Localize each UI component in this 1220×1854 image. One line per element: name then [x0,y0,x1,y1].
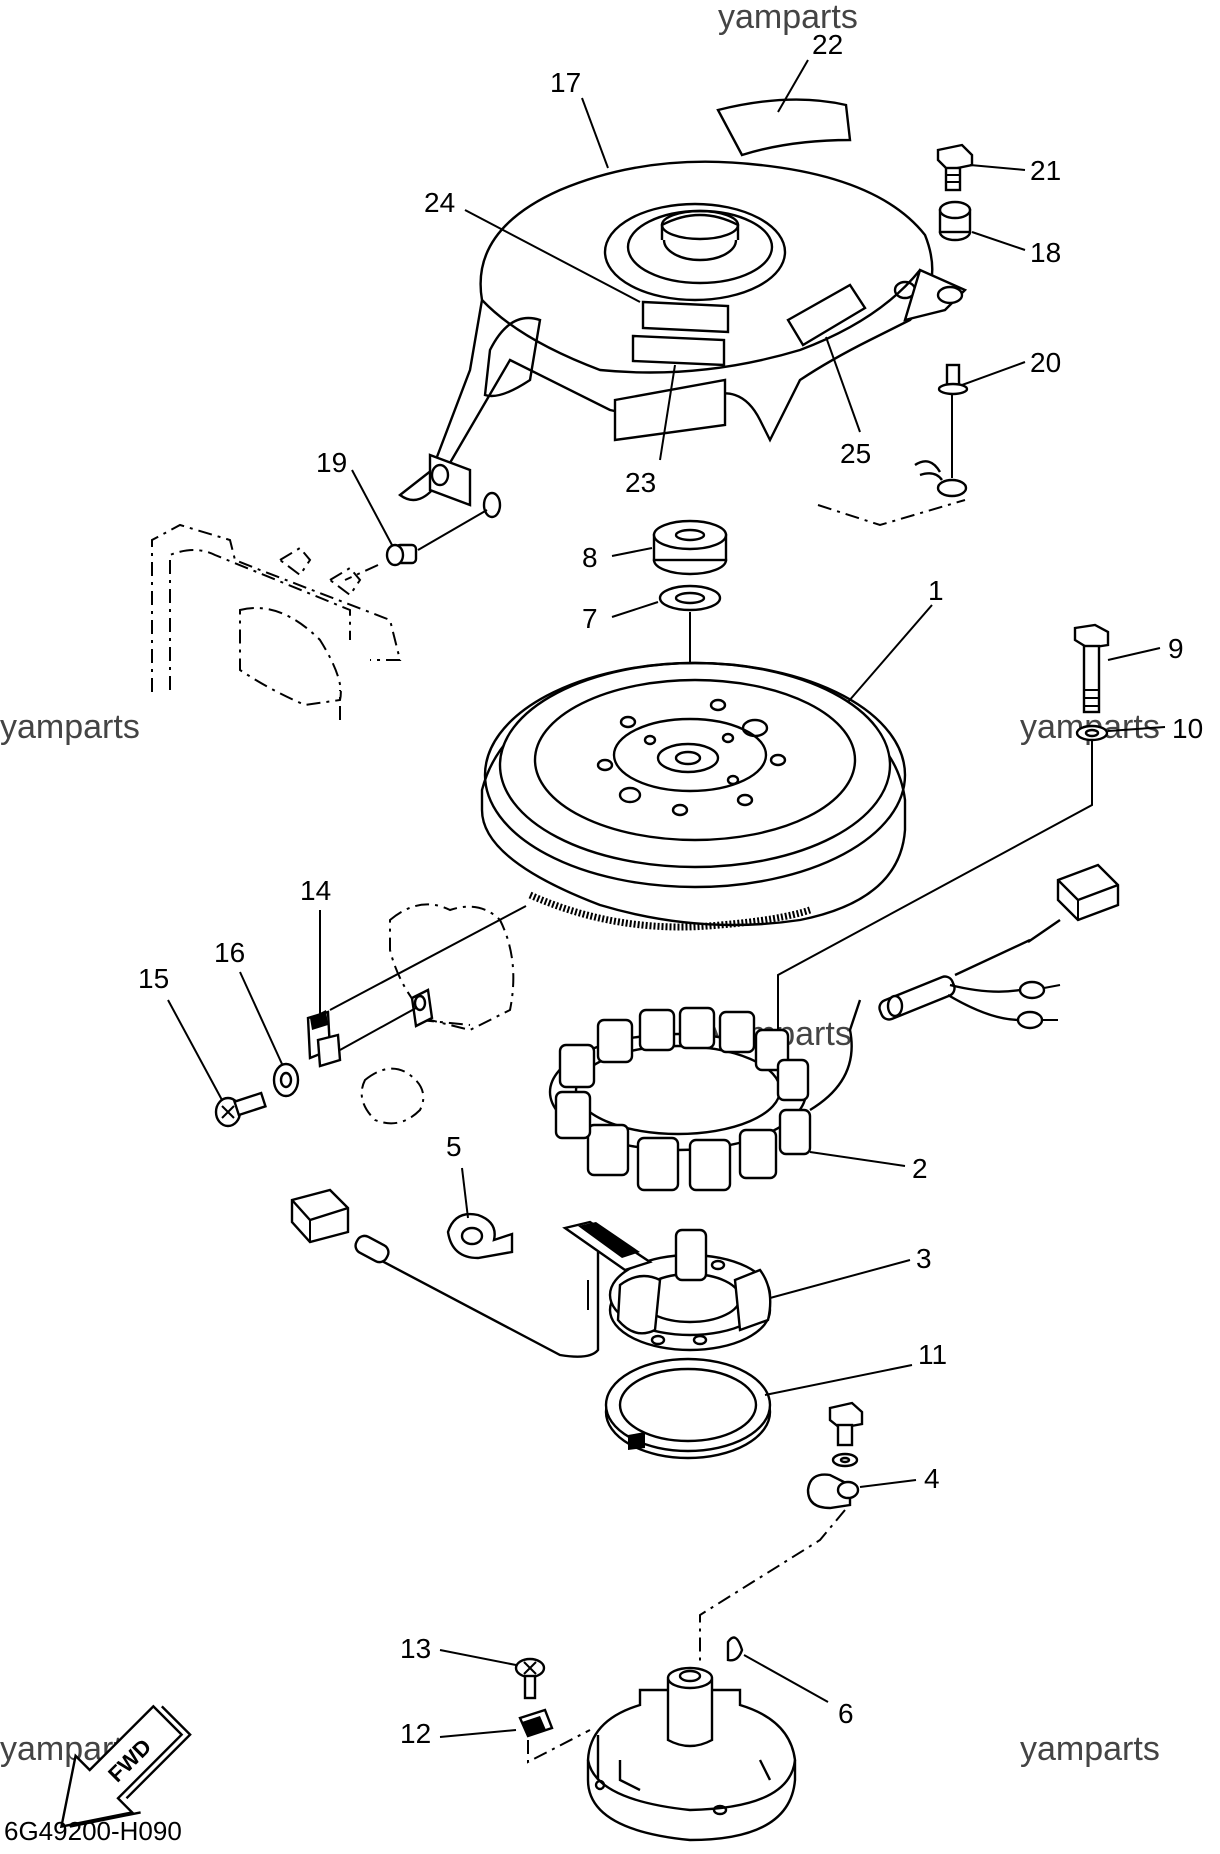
part-11-ring [604,1357,772,1460]
crankcase-dashed [360,903,515,1125]
callout-18: 18 [1030,237,1061,268]
callout-7: 7 [582,603,598,634]
part-25-decal [786,283,867,347]
callout-22: 22 [812,29,843,60]
callout-12: 12 [400,1718,431,1749]
callout-25: 25 [840,438,871,469]
part-21-bolt [936,143,974,192]
part-10-washer [1075,724,1109,742]
part-12-clip [518,1708,554,1738]
callout-1: 1 [928,575,944,606]
watermark-bottom-right: yamparts [1020,1730,1160,1768]
part-18-grommet [938,200,972,242]
part-24-decal [641,300,730,334]
part-19-collar [385,543,418,567]
watermark-top: yamparts [718,0,858,36]
part-15-screw [214,1091,267,1128]
crankshaft-base [586,1666,797,1842]
part-3-pulser-coil [290,1188,772,1358]
bracket-mount-boss [410,988,434,1028]
part-4-clamp [806,1401,864,1510]
part-8-nut [652,519,728,576]
callout-3: 3 [916,1243,932,1274]
callout-10: 10 [1172,713,1203,744]
fwd-arrow: FWD [59,1704,192,1829]
callout-8: 8 [582,542,598,573]
part-23-decal [631,334,726,367]
callout-11: 11 [918,1339,947,1370]
callout-24: 24 [424,187,455,218]
callout-15: 15 [138,963,169,994]
diagram-code: 6G49200-H090 [4,1816,182,1846]
part-7-washer [658,584,722,612]
callout-5: 5 [446,1131,462,1162]
callout-4: 4 [924,1463,940,1494]
part-14-bracket [306,1010,342,1068]
part-1-flywheel [480,661,907,931]
callout-13: 13 [400,1633,431,1664]
callout-9: 9 [1168,633,1184,664]
part-5-clamp [446,1212,514,1260]
engine-mount-boss [914,460,968,498]
part-22-decal [716,98,852,157]
part-6-key [726,1636,744,1662]
part-9-bolt [1073,623,1110,714]
callout-6: 6 [838,1698,854,1729]
part-16-washer [272,1062,300,1098]
part-20-collar [937,363,969,396]
callout-16: 16 [214,937,245,968]
callout-23: 23 [625,467,656,498]
callout-17: 17 [550,67,581,98]
part-2-stator [548,863,1120,1192]
callout-14: 14 [300,875,331,906]
callout-19: 19 [316,447,347,478]
callout-20: 20 [1030,347,1061,378]
part-13-screw [514,1657,546,1700]
callout-21: 21 [1030,155,1061,186]
callout-2: 2 [912,1153,928,1184]
watermark-left: yamparts [0,708,140,746]
engine-bracket-dashed [151,523,402,720]
